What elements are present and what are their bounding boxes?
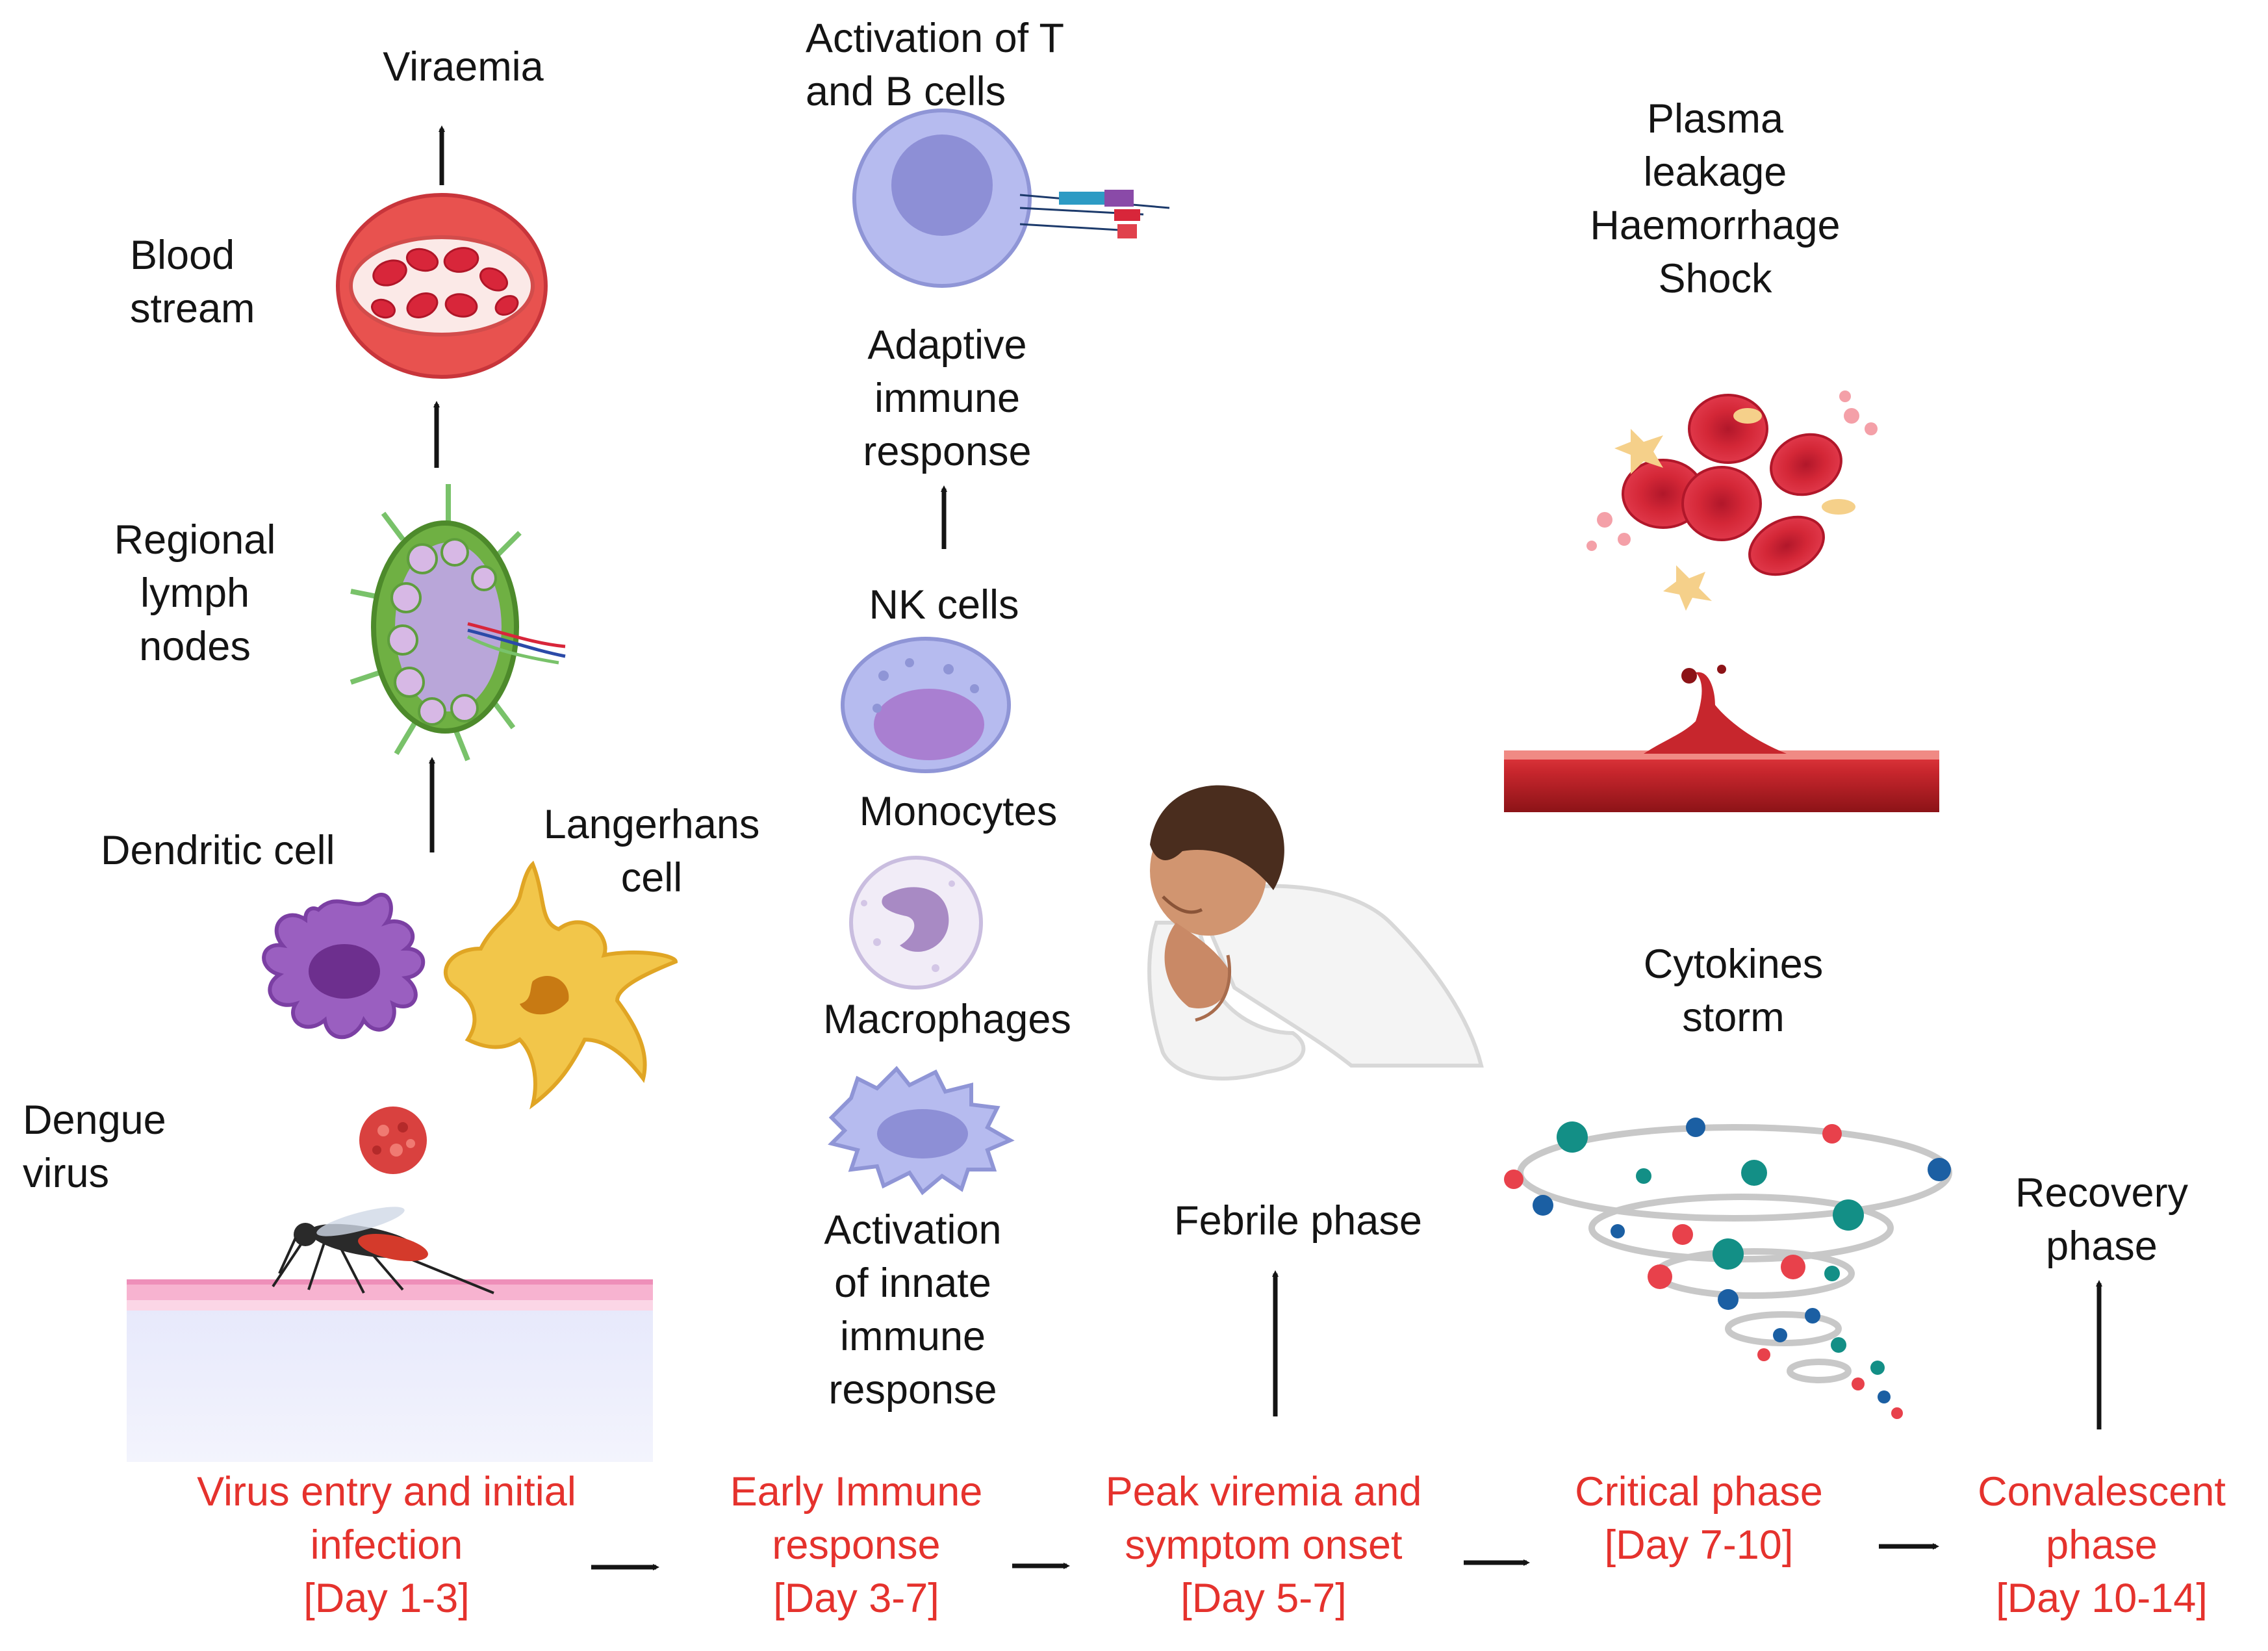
innate-line-1: Activation bbox=[824, 1207, 1002, 1253]
dendritic-cell-text: Dendritic cell bbox=[101, 828, 335, 873]
lymph-nodes-line-2: lymph bbox=[140, 570, 250, 616]
adaptive-response-label: Adaptive immune response bbox=[863, 318, 1031, 478]
phase-3-line-2: symptom onset bbox=[1125, 1522, 1403, 1568]
nk-cells-label: NK cells bbox=[869, 578, 1019, 632]
phase-3-line-1: Peak viremia and bbox=[1105, 1469, 1422, 1515]
nk-cells-text: NK cells bbox=[869, 582, 1019, 628]
blood-stream-label: Blood stream bbox=[130, 229, 255, 335]
febrile-text: Febrile phase bbox=[1174, 1198, 1422, 1244]
langerhans-line-1: Langerhans bbox=[543, 802, 760, 847]
blood-stream-line-2: stream bbox=[130, 286, 255, 331]
langerhans-cell-label: Langerhans cell bbox=[544, 798, 760, 904]
phase-peak-viremia: Peak viremia and symptom onset [Day 5-7] bbox=[1106, 1465, 1422, 1625]
blood-stream-line-1: Blood bbox=[130, 233, 235, 278]
haemorrhage-vessel-icon bbox=[1504, 665, 1939, 812]
langerhans-cell-icon bbox=[443, 860, 678, 1110]
monocytes-text: Monocytes bbox=[859, 789, 1058, 834]
plasma-line-4: Shock bbox=[1658, 256, 1772, 301]
phase-3-line-3: [Day 5-7] bbox=[1180, 1576, 1347, 1621]
lymph-nodes-label: Regional lymph nodes bbox=[114, 513, 276, 673]
phase-1-line-3: [Day 1-3] bbox=[303, 1576, 470, 1621]
phase-5-line-3: [Day 10-14] bbox=[1996, 1576, 2208, 1621]
cytokines-line-1: Cytokines bbox=[1643, 941, 1824, 987]
plasma-line-3: Haemorrhage bbox=[1590, 203, 1841, 248]
macrophages-text: Macrophages bbox=[823, 997, 1071, 1042]
blood-cells-icon bbox=[1586, 390, 1878, 611]
mosquito-icon bbox=[272, 1207, 494, 1294]
innate-response-label: Activation of innate immune response bbox=[824, 1203, 1001, 1416]
phase-1-line-1: Virus entry and initial bbox=[197, 1469, 576, 1515]
innate-line-4: response bbox=[828, 1367, 997, 1413]
tb-activation-label: Activation of T and B cells bbox=[806, 12, 1064, 118]
monocyte-icon bbox=[849, 856, 983, 990]
recovery-line-2: phase bbox=[2046, 1223, 2158, 1269]
cytokine-storm-icon bbox=[1504, 1118, 1952, 1419]
t-b-cell-icon bbox=[852, 109, 1170, 288]
phase-1-line-2: infection bbox=[310, 1522, 463, 1568]
blood-vessel-icon bbox=[336, 193, 548, 379]
sick-patient-icon bbox=[1147, 785, 1484, 1081]
phase-4-line-1: Critical phase bbox=[1575, 1469, 1823, 1515]
plasma-line-1: Plasma bbox=[1646, 96, 1784, 142]
phase-critical: Critical phase [Day 7-10] bbox=[1575, 1465, 1823, 1572]
langerhans-line-2: cell bbox=[620, 855, 683, 901]
phase-virus-entry: Virus entry and initial infection [Day 1… bbox=[197, 1465, 576, 1625]
dengue-virus-line-1: Dengue bbox=[23, 1097, 166, 1143]
plasma-leakage-label: Plasma leakage Haemorrhage Shock bbox=[1590, 92, 1840, 305]
phase-early-immune: Early Immune response [Day 3-7] bbox=[730, 1465, 983, 1625]
phase-2-line-3: [Day 3-7] bbox=[773, 1576, 939, 1621]
viraemia-label: Viraemia bbox=[383, 40, 543, 94]
phase-convalescent: Convalescent phase [Day 10-14] bbox=[1978, 1465, 2226, 1625]
lymph-nodes-line-1: Regional bbox=[114, 517, 276, 563]
phase-2-line-1: Early Immune bbox=[730, 1469, 983, 1515]
viraemia-text: Viraemia bbox=[383, 44, 544, 90]
plasma-line-2: leakage bbox=[1643, 149, 1787, 195]
recovery-line-1: Recovery bbox=[2015, 1170, 2189, 1216]
dengue-virus-line-2: virus bbox=[23, 1151, 110, 1196]
dendritic-cell-label: Dendritic cell bbox=[101, 824, 335, 877]
phase-4-line-2: [Day 7-10] bbox=[1604, 1522, 1794, 1568]
monocytes-label: Monocytes bbox=[860, 785, 1058, 838]
lymph-node-icon bbox=[350, 484, 566, 762]
adaptive-line-1: Adaptive bbox=[867, 322, 1027, 368]
tb-activation-line-1: Activation of T bbox=[806, 16, 1065, 61]
dengue-virus-label: Dengue virus bbox=[23, 1094, 166, 1200]
macrophages-label: Macrophages bbox=[823, 993, 1071, 1046]
adaptive-line-2: immune bbox=[874, 376, 1021, 421]
flow-arrows bbox=[429, 125, 2102, 1570]
phase-5-line-1: Convalescent bbox=[1978, 1469, 2226, 1515]
phase-2-line-2: response bbox=[772, 1522, 941, 1568]
cytokines-line-2: storm bbox=[1682, 995, 1785, 1040]
lymph-nodes-line-3: nodes bbox=[139, 624, 251, 669]
innate-line-2: of innate bbox=[834, 1261, 991, 1306]
skin-layer-icon bbox=[127, 1279, 653, 1462]
innate-line-3: immune bbox=[839, 1314, 986, 1359]
nk-cell-icon bbox=[841, 637, 1011, 773]
phase-5-line-2: phase bbox=[2046, 1522, 2158, 1568]
adaptive-line-3: response bbox=[863, 429, 1032, 474]
macrophage-icon bbox=[828, 1066, 1015, 1196]
febrile-phase-label: Febrile phase bbox=[1174, 1194, 1422, 1248]
dendritic-cell-icon bbox=[262, 893, 426, 1040]
cytokines-storm-label: Cytokines storm bbox=[1644, 938, 1824, 1044]
recovery-phase-label: Recovery phase bbox=[2015, 1166, 2188, 1273]
dengue-virus-icon bbox=[359, 1107, 427, 1174]
tb-activation-line-2: and B cells bbox=[806, 69, 1006, 114]
